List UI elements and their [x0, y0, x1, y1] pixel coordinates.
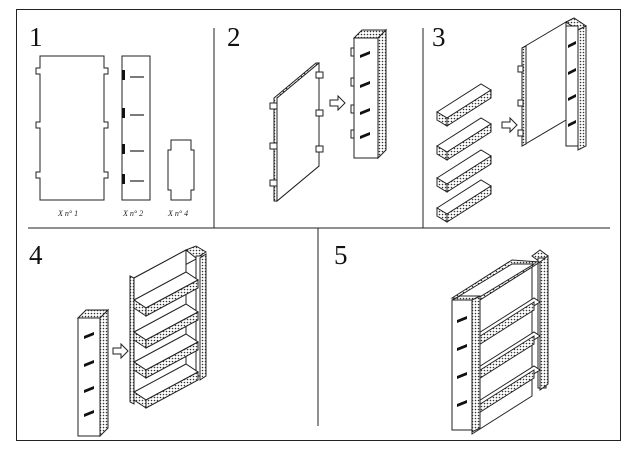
step-3-arrow-icon: [501, 117, 518, 133]
step-2-slotted-panel: [350, 28, 388, 160]
step-3-frame: [517, 17, 587, 151]
step-4-arrow-icon: [112, 343, 129, 359]
part-4-shelf: [167, 139, 195, 201]
step-1-number: 1: [29, 22, 43, 52]
step-4-number: 4: [29, 240, 43, 270]
step-2-number: 2: [227, 22, 241, 52]
step-2-arrow-icon: [329, 95, 346, 111]
step-3-number: 3: [432, 22, 446, 52]
step-3-shelves: [436, 83, 492, 223]
step-2-side-panel: [269, 61, 324, 203]
step-3-shelf-1: [436, 83, 492, 127]
step-3-shelf-4: [436, 179, 492, 223]
step-5-finished-shelf: [450, 249, 549, 435]
part-label-2: X n° 2: [123, 209, 144, 218]
panel-dividers: [28, 28, 610, 426]
part-1-side-panel: [35, 55, 109, 201]
step-3-shelf-2: [436, 117, 492, 161]
step-5-number: 5: [334, 240, 348, 270]
step-3-shelf-3: [436, 149, 492, 193]
part-label-4: X n° 4: [168, 209, 189, 218]
step-4-slotted-panel: [76, 308, 110, 438]
step-4-assembled-shelves: [129, 245, 207, 409]
part-label-1: X n° 1: [58, 209, 79, 218]
part-2-slotted-panel: [121, 55, 151, 201]
